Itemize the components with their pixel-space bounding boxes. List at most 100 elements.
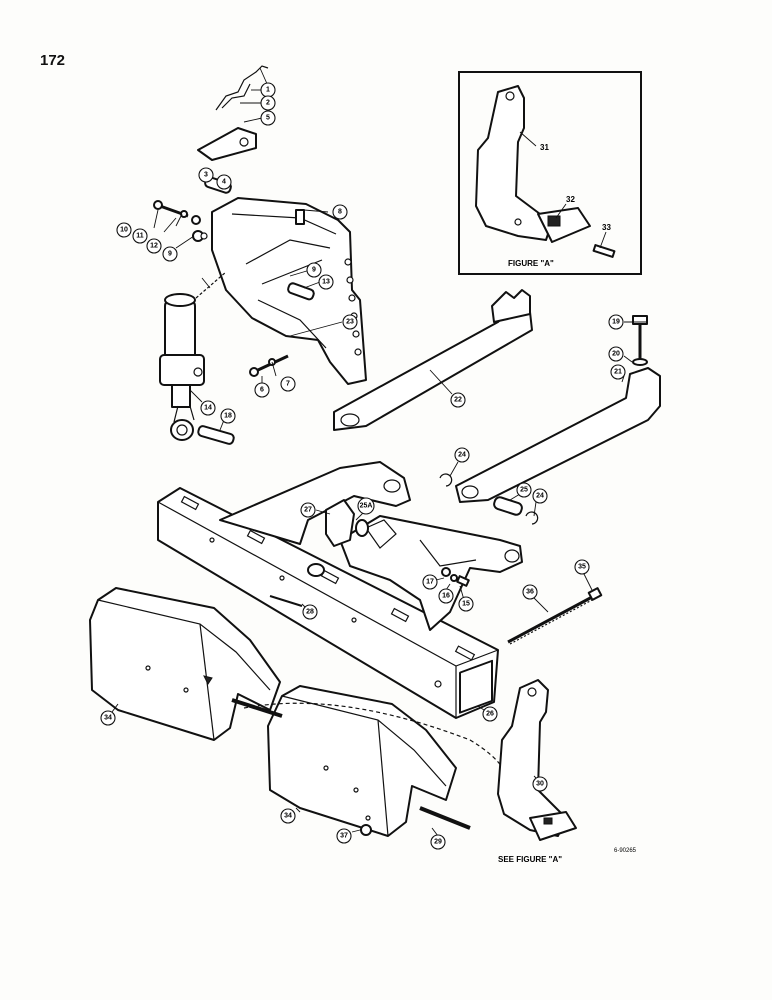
svg-text:24: 24 [536,493,544,500]
beam-end-opening [459,659,493,714]
callout-18: 18 [220,408,236,424]
weight-right-body [267,685,457,837]
weight-right [231,685,510,837]
callout-37: 37 [336,828,352,844]
svg-text:29: 29 [434,839,442,846]
svg-text:20: 20 [612,351,620,358]
svg-text:32: 32 [566,195,575,204]
see-figure-a-label: SEE FIGURE "A" [498,855,562,864]
arm-21 [439,315,661,525]
callout-26: 26 [482,706,498,722]
drawbar-frame [157,461,523,719]
svg-text:4: 4 [222,179,226,186]
shank-lower-hole [514,218,522,226]
callout-5: 5 [260,110,276,126]
callout-27: 27 [300,502,316,518]
callout-11: 11 [132,228,148,244]
shank-30 [497,679,577,841]
pin-18 [197,425,235,445]
clevis-27 [325,499,355,547]
svg-text:9: 9 [168,251,172,258]
svg-text:27: 27 [304,507,312,514]
callout-8: 8 [332,204,348,220]
arm-21-body [455,367,661,503]
svg-text:34: 34 [104,715,112,722]
roll-pin-part [592,244,616,258]
svg-text:10: 10 [120,227,128,234]
callout-16: 16 [438,588,454,604]
svg-text:19: 19 [612,319,620,326]
svg-text:22: 22 [454,397,462,404]
svg-text:2: 2 [266,100,270,107]
svg-text:33: 33 [602,223,611,232]
main-beam [157,487,499,719]
lower-frame [339,515,523,631]
callout-labels: 1 2 3 4 5 6 7 8 9 9 10 11 12 13 14 15 16… [100,82,626,850]
callout-30: 30 [532,776,548,792]
callout-15: 15 [458,596,474,612]
weight-left [89,587,281,741]
callout-25: 25 [516,482,532,498]
svg-text:37: 37 [340,833,348,840]
svg-text:15: 15 [462,601,470,608]
figure-a-caption: FIGURE "A" [508,259,554,268]
latch-lever [197,127,257,161]
figure-a-inset: 31 32 33 FIGURE "A" [458,71,642,275]
svg-text:11: 11 [136,233,144,240]
svg-text:1: 1 [266,87,270,94]
svg-text:17: 17 [426,579,434,586]
point-slot [547,215,561,227]
svg-text:6: 6 [260,387,264,394]
callout-24b: 24 [532,488,548,504]
callout-14: 14 [200,400,216,416]
svg-text:25: 25 [520,487,528,494]
callout-10: 10 [116,222,132,238]
page-number: 172 [40,52,66,69]
callout-1: 1 [260,82,276,98]
svg-text:34: 34 [284,813,292,820]
svg-text:12: 12 [150,243,158,250]
svg-text:26: 26 [486,711,494,718]
callout-17: 17 [422,574,438,590]
callout-6: 6 [254,382,270,398]
hitch-bracket [153,176,367,385]
callout-35: 35 [574,559,590,575]
svg-text:3: 3 [204,172,208,179]
shank-30-body [497,679,567,837]
svg-text:25A: 25A [360,503,373,510]
callout-3: 3 [198,167,214,183]
shank-hole [505,91,515,101]
callout-9b: 9 [162,246,178,262]
svg-text:13: 13 [322,279,330,286]
callout-21: 21 [610,364,626,380]
callout-9a: 9 [306,262,322,278]
callout-24a: 24 [454,447,470,463]
svg-text:9: 9 [312,267,316,274]
latch-assembly [197,65,269,161]
pin-13 [287,282,315,301]
callout-28: 28 [302,604,318,620]
tie-rod [507,587,603,645]
callout-20: 20 [608,346,624,362]
callout-13: 13 [318,274,334,290]
callout-4: 4 [216,174,232,190]
callout-34b: 34 [280,808,296,824]
hydraulic-cylinder [159,271,235,445]
svg-text:24: 24 [458,452,466,459]
svg-text:8: 8 [338,209,342,216]
callout-2: 2 [260,95,276,111]
svg-text:31: 31 [540,143,549,152]
callout-34a: 34 [100,710,116,726]
svg-text:36: 36 [526,589,534,596]
svg-text:5: 5 [266,115,270,122]
callout-12: 12 [146,238,162,254]
callout-29: 29 [430,834,446,850]
svg-text:7: 7 [286,381,290,388]
svg-text:23: 23 [346,319,354,326]
callout-25a: 25A [357,497,375,515]
svg-text:35: 35 [578,564,586,571]
weight-left-body [89,587,281,741]
callout-36: 36 [522,584,538,600]
